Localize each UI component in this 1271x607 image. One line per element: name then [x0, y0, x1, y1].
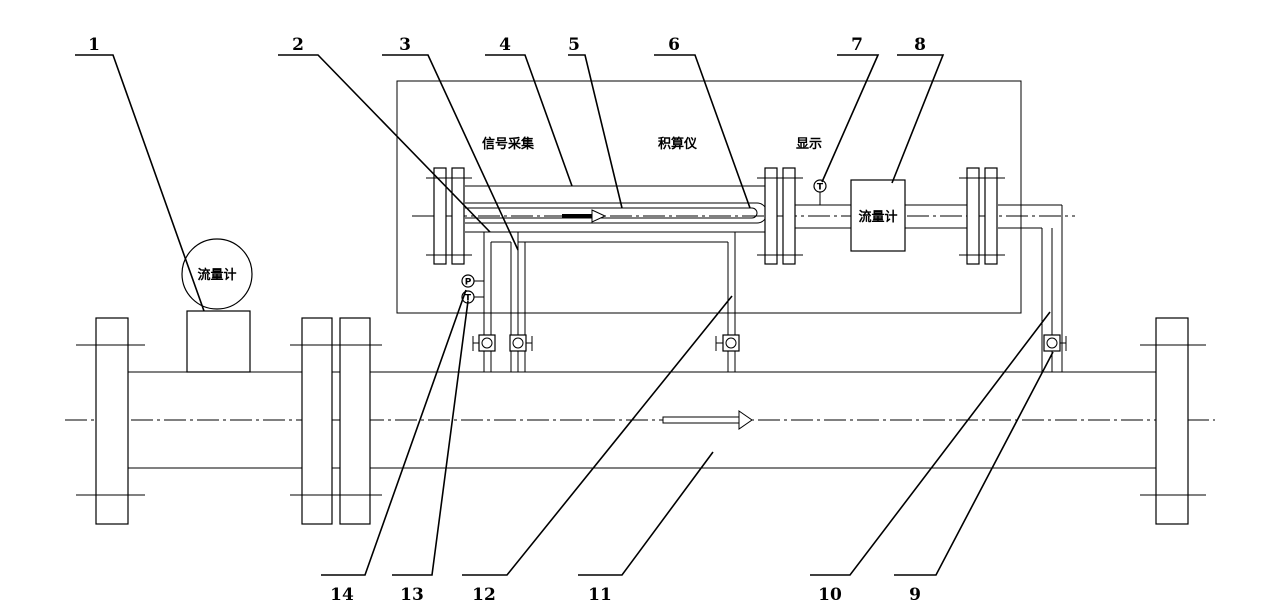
inner-tube: [465, 202, 768, 224]
callout-7: 7: [851, 35, 863, 55]
callout-leaders: [75, 54, 1054, 576]
valve-mid: [715, 334, 740, 352]
svg-text:P: P: [465, 278, 472, 288]
pressure-gauge-14: P: [461, 274, 484, 288]
main-flowmeter: 流量计: [181, 238, 253, 373]
callout-4: 4: [499, 35, 511, 55]
valve-left-2: [509, 334, 533, 352]
upper-flange-right: [959, 167, 1005, 265]
callout-numbers: 1 2 3 4 5 6 7 8 14 13 12 11 10 9: [88, 35, 926, 605]
main-pipe-flange-left: [76, 317, 145, 525]
inner-flow-arrow: [562, 209, 607, 223]
label-display: 显示: [796, 137, 822, 152]
test-pipe: [412, 185, 1075, 233]
standard-flowmeter: 流量计: [850, 179, 906, 252]
callout-3: 3: [399, 35, 411, 55]
main-pipe-flange-right: [1140, 317, 1206, 525]
enclosure-box: [396, 80, 1022, 314]
callout-8: 8: [914, 35, 926, 55]
upper-flange-left: [426, 167, 472, 265]
main-flow-arrow: [662, 410, 753, 430]
main-flowmeter-label: 流量计: [197, 267, 236, 283]
callout-13: 13: [400, 585, 424, 605]
callout-10: 10: [818, 585, 842, 605]
svg-text:T: T: [465, 294, 472, 304]
callout-11: 11: [588, 585, 612, 605]
upper-flange-mid: [757, 167, 803, 265]
label-signal-collection: 信号采集: [482, 136, 535, 152]
callout-6: 6: [668, 35, 680, 55]
label-integrator: 积算仪: [658, 136, 698, 152]
callout-2: 2: [292, 35, 304, 55]
callout-5: 5: [568, 35, 580, 55]
main-pipe-flange-pair-mid: [290, 317, 382, 525]
callout-1: 1: [88, 35, 100, 55]
valve-left-1: [472, 334, 496, 352]
callout-9: 9: [909, 585, 921, 605]
valve-right: [1043, 334, 1067, 352]
standard-flowmeter-label: 流量计: [858, 209, 897, 225]
callout-12: 12: [472, 585, 496, 605]
main-pipe: [65, 371, 1215, 469]
temperature-gauge-7: T: [813, 179, 827, 205]
callout-14: 14: [330, 585, 354, 605]
svg-text:T: T: [817, 183, 824, 193]
